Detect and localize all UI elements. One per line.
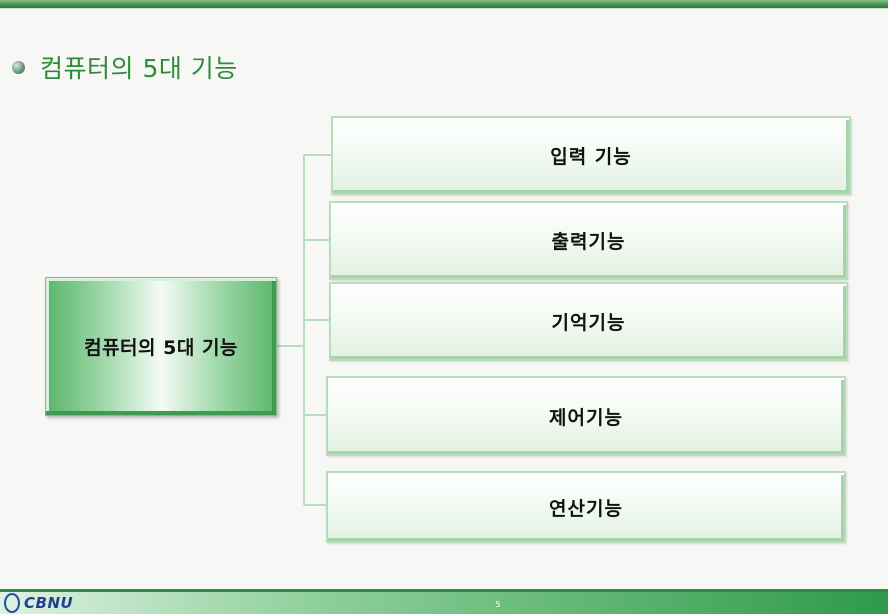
center-topic-box: 컴퓨터의 5대 기능 — [45, 277, 277, 416]
slide-title: 컴퓨터의 5대 기능 — [40, 54, 238, 83]
footer-logo: CBNU — [4, 592, 73, 614]
function-box-input: 입력 기능 — [331, 116, 851, 195]
round-bullet-icon — [12, 60, 25, 74]
function-label-input: 입력 기능 — [550, 146, 632, 168]
function-box-output: 출력기능 — [329, 201, 848, 280]
function-box-arithmetic: 연산기능 — [326, 471, 846, 543]
slide-title-row: 컴퓨터의 5대 기능 — [12, 50, 238, 84]
function-box-memory: 기억기능 — [329, 282, 848, 361]
function-label-memory: 기억기능 — [551, 312, 626, 334]
logo-text: CBNU — [24, 594, 74, 612]
cbnu-logo-icon — [4, 593, 20, 613]
top-divider-line — [0, 8, 888, 9]
function-box-control: 제어기능 — [326, 376, 846, 456]
function-label-arithmetic: 연산기능 — [549, 497, 623, 520]
footer-bar — [0, 592, 888, 614]
top-header-bar — [0, 0, 888, 8]
page-number: 5 — [495, 600, 501, 609]
function-label-output: 출력기능 — [551, 231, 626, 253]
footer-divider-line — [0, 589, 888, 592]
center-topic-label: 컴퓨터의 5대 기능 — [84, 337, 238, 359]
function-label-control: 제어기능 — [549, 406, 623, 429]
